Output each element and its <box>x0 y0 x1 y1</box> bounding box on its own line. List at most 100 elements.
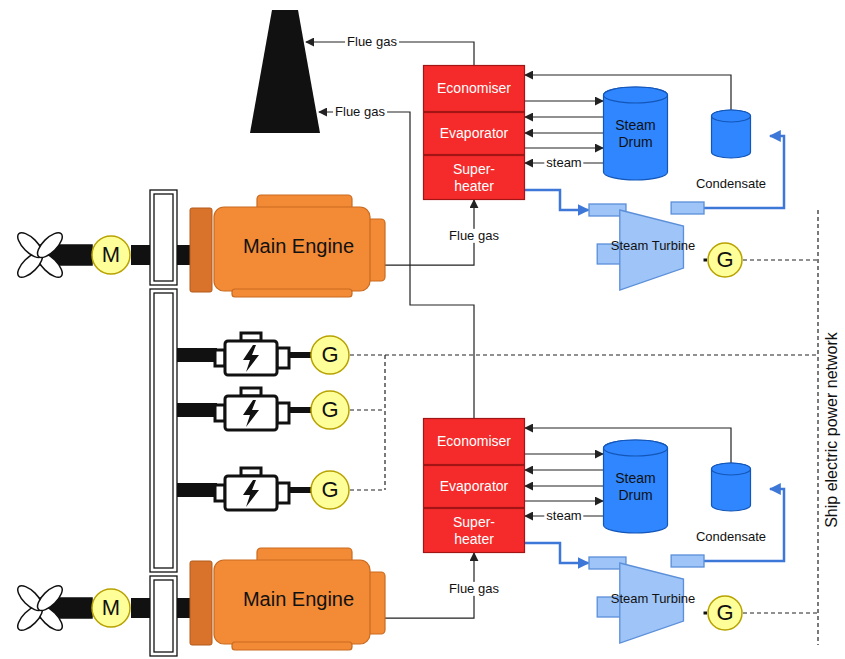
drum-node: Steam Drum <box>603 440 668 533</box>
engine-flange <box>190 208 212 645</box>
flue-gas-label: Flue gas <box>333 105 387 119</box>
network-label: Ship electric power network <box>823 330 841 530</box>
power-network-wire <box>743 612 818 613</box>
aux-engine-icon <box>215 468 289 510</box>
node-text: Condensate <box>696 530 766 545</box>
box-node: Economiser <box>423 418 525 465</box>
aux-engine-icon <box>243 400 259 427</box>
circle-node: G <box>707 595 743 631</box>
node-text: Evaporator <box>440 478 508 494</box>
box-node: Super- heater <box>423 508 525 553</box>
engine-sump <box>232 642 352 650</box>
edge-label: steam <box>544 156 583 170</box>
node-text: G <box>716 600 733 625</box>
engine-shape <box>214 195 385 297</box>
flow-connector <box>704 612 708 615</box>
aux-shaft <box>289 352 311 358</box>
cylinder-top <box>604 440 668 456</box>
flue-gas-label: Flue gas <box>345 35 399 49</box>
aux-shaft <box>177 403 217 417</box>
propeller <box>34 229 67 262</box>
engine-node: Main Engine <box>212 195 385 298</box>
gearbox-bar <box>150 190 177 285</box>
flow-connector <box>525 500 603 501</box>
gearbox-bar <box>154 580 173 652</box>
flow-connector <box>525 132 603 133</box>
cylinder-top <box>604 87 668 103</box>
engine-sump <box>232 289 352 297</box>
flow-connector <box>704 259 708 262</box>
power-network-wire <box>743 259 818 260</box>
cylinder-body <box>712 463 751 511</box>
generator-circle <box>92 589 130 627</box>
gearbox-bar <box>150 576 177 656</box>
cylinder-top <box>712 463 751 475</box>
aux-engine-icon <box>225 341 277 375</box>
flow-connector <box>525 147 603 148</box>
turbine-node: Steam Turbine <box>589 200 704 292</box>
flow-connector <box>525 485 603 486</box>
generator-circle <box>311 391 349 429</box>
box-node: Evaporator <box>423 465 525 508</box>
generator-circle <box>92 236 130 274</box>
aux-engine-icon <box>277 348 289 368</box>
generator-circle <box>708 243 742 277</box>
heat-exchanger-box <box>424 66 525 112</box>
generator-circle <box>311 471 349 509</box>
node-text: Steam Turbine <box>611 592 696 607</box>
circle-node: G <box>310 335 350 375</box>
aux-engine-icon <box>243 345 259 372</box>
circle-node: M <box>91 588 131 628</box>
turbine-outlet <box>671 555 704 567</box>
node-text: Main Engine <box>243 235 354 258</box>
circle-node: G <box>310 390 350 430</box>
node-text: Condensate <box>696 177 766 192</box>
aux-engine-icon <box>243 480 259 507</box>
engine-block <box>214 560 370 644</box>
node-text: Steam Turbine <box>611 239 696 254</box>
aux-engine-icon <box>225 476 277 510</box>
aux-shaft <box>177 483 217 497</box>
generator-circle <box>708 596 742 630</box>
turbine-node: Steam Turbine <box>589 553 704 645</box>
aux-engine-icon <box>225 396 277 430</box>
node-text: G <box>321 342 338 367</box>
propeller <box>14 229 92 634</box>
node-text: Super- heater <box>445 514 503 546</box>
heat-exchanger-box <box>424 509 525 553</box>
edge-label: Flue gas <box>447 581 501 595</box>
tank-node: Condensate <box>692 110 770 192</box>
node-text: M <box>102 242 120 267</box>
node-text: M <box>102 595 120 620</box>
chimney <box>250 10 320 133</box>
flow-connector <box>525 469 603 470</box>
power-network-wire <box>817 210 818 645</box>
gearbox-bar <box>154 194 173 281</box>
gearbox-bar <box>154 293 173 568</box>
turbine-outlet <box>671 202 704 214</box>
aux-shaft <box>289 407 311 413</box>
power-network-wire <box>350 354 818 355</box>
node-text: Economiser <box>437 80 511 96</box>
edge-label: steam <box>544 509 583 523</box>
gearbox-bar <box>150 289 177 572</box>
circle-node: M <box>91 235 131 275</box>
flow-connector <box>525 453 603 454</box>
aux-engine-icon <box>215 333 289 375</box>
propeller <box>34 582 67 615</box>
cylinder-body <box>712 110 751 158</box>
flow-connector <box>525 100 603 101</box>
cylinder-body <box>604 87 668 180</box>
box-node: Super- heater <box>423 155 525 200</box>
circle-node: G <box>310 470 350 510</box>
circle-node: G <box>707 242 743 278</box>
node-text: G <box>321 477 338 502</box>
box-node: Evaporator <box>423 112 525 155</box>
power-network-wire <box>350 489 385 490</box>
heat-exchanger-box <box>424 419 525 465</box>
drum-node: Steam Drum <box>603 87 668 180</box>
aux-engine-icon <box>277 403 289 423</box>
